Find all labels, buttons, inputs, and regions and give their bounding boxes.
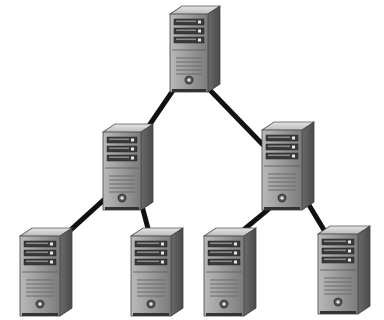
server-side <box>140 123 154 211</box>
drive-led <box>198 29 201 33</box>
power-led <box>336 300 340 304</box>
drive-bay-slot <box>324 249 346 251</box>
server-base <box>133 313 169 316</box>
drive-bay-slot <box>324 240 346 242</box>
server-base <box>206 313 242 316</box>
server-tower-icon <box>316 225 372 315</box>
power-led <box>280 196 284 200</box>
server-base <box>264 207 300 210</box>
drive-bay-slot <box>26 242 48 244</box>
drive-bay-slot <box>176 29 196 31</box>
power-led <box>149 302 153 306</box>
server-side <box>170 227 184 317</box>
edge-root-to-right-mid <box>203 83 271 153</box>
server-side <box>207 5 221 93</box>
drive-led <box>234 260 237 264</box>
drive-led <box>161 242 164 246</box>
power-led <box>38 302 42 306</box>
drive-bay-slot <box>268 136 290 138</box>
drive-led <box>161 251 164 255</box>
drive-led <box>292 154 295 158</box>
server-tower-icon <box>101 123 155 211</box>
edge-root-to-left-mid <box>143 83 179 133</box>
server-tower-icon <box>168 5 222 93</box>
server-side <box>59 227 73 317</box>
power-led <box>120 196 124 200</box>
drive-bay-slot <box>109 156 129 158</box>
drive-led <box>348 258 351 262</box>
drive-bay-slot <box>26 251 48 253</box>
server-tower-icon <box>202 227 258 317</box>
drive-led <box>50 260 53 264</box>
drive-bay-slot <box>176 20 196 22</box>
drive-bay-slot <box>137 251 159 253</box>
drive-led <box>50 251 53 255</box>
server-tower-icon <box>129 227 185 317</box>
drive-bay-slot <box>109 138 129 140</box>
server-base <box>22 313 58 316</box>
nodes-layer <box>18 5 372 317</box>
drive-bay-slot <box>176 38 196 40</box>
server-base <box>172 89 206 92</box>
drive-bay-slot <box>268 154 290 156</box>
drive-bay-slot <box>210 260 232 262</box>
drive-bay-slot <box>268 145 290 147</box>
drive-led <box>292 136 295 140</box>
drive-bay-slot <box>137 242 159 244</box>
drive-led <box>131 156 134 160</box>
drive-bay-slot <box>210 251 232 253</box>
server-base <box>320 311 356 314</box>
drive-led <box>234 242 237 246</box>
drive-led <box>131 147 134 151</box>
server-side <box>301 121 315 211</box>
drive-led <box>161 260 164 264</box>
drive-bay-slot <box>109 147 129 149</box>
drive-led <box>348 249 351 253</box>
server-side <box>357 225 371 315</box>
drive-led <box>50 242 53 246</box>
drive-bay-slot <box>210 242 232 244</box>
server-tower-icon <box>18 227 74 317</box>
drive-led <box>292 145 295 149</box>
server-front <box>169 13 209 93</box>
power-led <box>222 302 226 306</box>
drive-led <box>198 38 201 42</box>
drive-bay-slot <box>26 260 48 262</box>
drive-led <box>348 240 351 244</box>
drive-led <box>234 251 237 255</box>
server-side <box>243 227 257 317</box>
drive-led <box>131 138 134 142</box>
server-tower-icon <box>260 121 316 211</box>
power-led <box>187 78 191 82</box>
drive-bay-slot <box>137 260 159 262</box>
server-base <box>105 207 139 210</box>
edges-layer <box>61 83 333 243</box>
drive-bay-slot <box>324 258 346 260</box>
drive-led <box>198 20 201 24</box>
